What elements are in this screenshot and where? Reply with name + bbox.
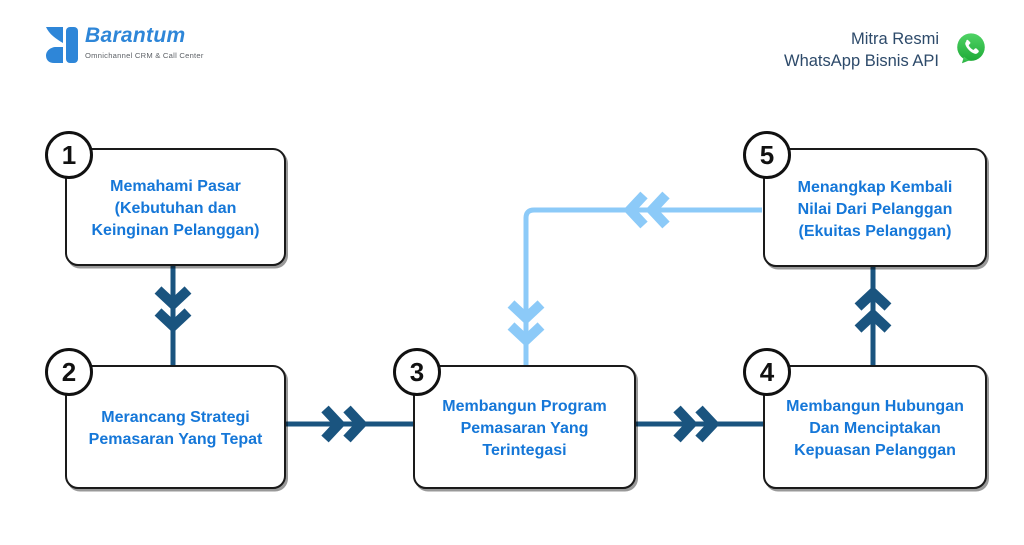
node-2-label: Merancang Strategi Pemasaran Yang Tepat [88, 409, 263, 448]
arrow-2-to-3 [280, 405, 415, 443]
whatsapp-icon [954, 31, 988, 67]
node-3-number: 3 [393, 348, 441, 396]
node-1-memahami-pasar: 1 Memahami Pasar (Kebutuhan dan Keingina… [45, 131, 286, 266]
node-3-label: Membangun Program Pemasaran Yang Terinte… [442, 398, 607, 459]
node-2-merancang-strategi: 2 Merancang Strategi Pemasaran Yang Tepa… [45, 348, 286, 489]
node-2-number: 2 [45, 348, 93, 396]
node-4-membangun-hubungan: 4 Membangun Hubungan Dan Menciptakan Kep… [743, 348, 987, 489]
partner-line2: WhatsApp Bisnis API [784, 52, 939, 70]
barantum-b-logo-icon [46, 27, 78, 63]
logo-text: Barantum Omnichannel CRM & Call Center [85, 24, 204, 60]
arrow-4-to-5 [854, 262, 892, 367]
partner-badge: Mitra Resmi WhatsApp Bisnis API [784, 28, 990, 72]
node-3-membangun-program: 3 Membangun Program Pemasaran Yang Terin… [393, 348, 636, 489]
arrow-1-to-2 [154, 262, 192, 367]
node-5-label: Menangkap Kembali Nilai Dari Pelanggan (… [797, 178, 953, 240]
node-1-label: Memahami Pasar (Kebutuhan dan Keinginan … [91, 178, 260, 239]
node-5-number: 5 [743, 131, 791, 179]
arrow-3-to-4 [630, 405, 765, 443]
arrow-5-to-3-feedback [507, 191, 762, 367]
barantum-logo: Barantum Omnichannel CRM & Call Center [44, 24, 204, 64]
partner-text: Mitra Resmi WhatsApp Bisnis API [784, 28, 939, 72]
node-5-menangkap-kembali: 5 Menangkap Kembali Nilai Dari Pelanggan… [743, 131, 987, 267]
node-4-label: Membangun Hubungan Dan Menciptakan Kepua… [786, 398, 964, 459]
node-4-number: 4 [743, 348, 791, 396]
brand-name: Barantum [85, 24, 186, 47]
node-1-number: 1 [45, 131, 93, 179]
brand-tagline: Omnichannel CRM & Call Center [85, 51, 204, 60]
partner-line1: Mitra Resmi [850, 30, 939, 48]
